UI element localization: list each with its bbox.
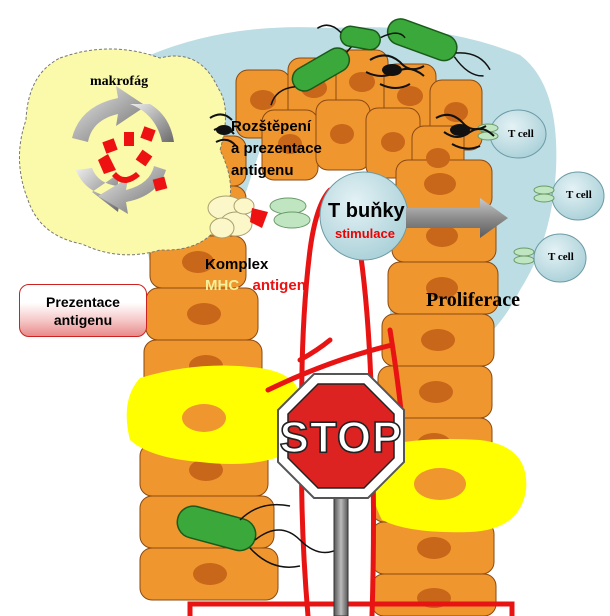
t-cells-label: T buňky [328,200,405,223]
proliferation-label: Proliferace [426,289,520,312]
mhc-antigen-label: MHC - antigen [205,277,306,294]
t-cell-label-2: T cell [566,189,592,201]
stop-sign-text: STOP [279,413,402,462]
cleavage-label-line2: a prezentace [231,140,322,157]
cleavage-label-line3: antigenu [231,162,294,179]
stimulation-label: stimulace [335,226,395,241]
antigen-presentation-line2: antigenu [20,311,146,329]
antigen-on-mhc [250,208,268,228]
mhc-complex [208,196,254,238]
mhc-dash: - [239,277,252,294]
antigen-presentation-line1: Prezentace [20,293,146,311]
antigen-presentation-box: Prezentace antigenu [19,284,147,337]
complex-label: Komplex [205,256,268,273]
t-cell-label-3: T cell [548,251,574,263]
macrophage-label: makrofág [90,74,148,90]
tcr-receptor [270,198,310,228]
cleavage-label-line1: Rozštěpení [231,118,311,136]
antigen-label: antigen [253,277,306,294]
mhc-label: MHC [205,277,239,294]
t-cell-label-1: T cell [508,128,534,140]
